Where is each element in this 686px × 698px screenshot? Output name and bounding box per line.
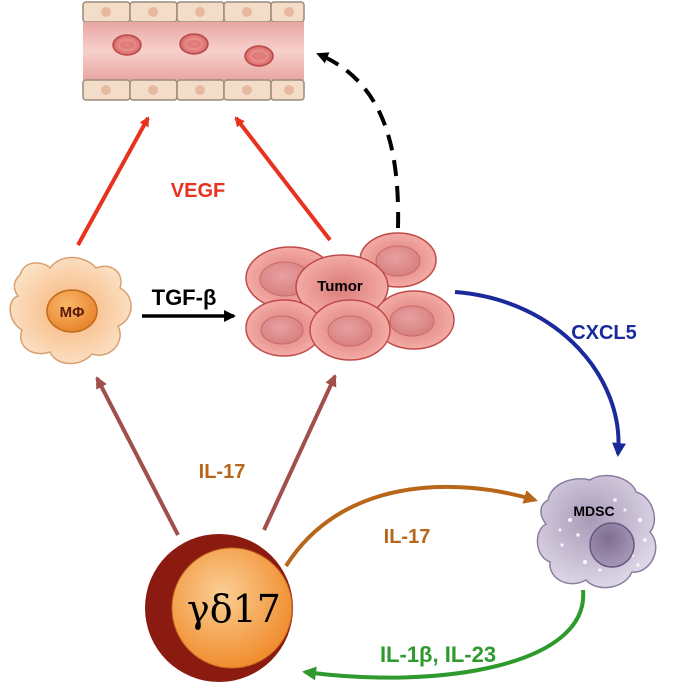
- gd17-cell: γδ17: [145, 534, 293, 682]
- mdsc-cell: MDSC: [536, 474, 657, 589]
- macrophage-label: MΦ: [60, 304, 85, 321]
- tumor-cell: [245, 299, 323, 357]
- mdsc-nucleus: [589, 522, 635, 568]
- red-blood-cell: [244, 45, 274, 67]
- tumor-cluster: Tumor: [245, 232, 455, 361]
- il17-arrow-to-mdsc: [284, 484, 538, 568]
- red-blood-cell: [112, 34, 142, 56]
- vessel-bottom-wall: [82, 79, 305, 101]
- red-blood-cell: [179, 33, 209, 55]
- vegf-arrow-macrophage-to-vessel: [76, 116, 150, 246]
- mdsc-label: MDSC: [573, 503, 614, 519]
- dashed-arrow-tumor-to-vessel: [316, 52, 401, 229]
- il17-arrow-to-tumor: [262, 374, 337, 531]
- il17-arrow-to-macrophage: [95, 376, 180, 536]
- vessel-top-wall: [82, 1, 305, 23]
- tumor-label: Tumor: [317, 278, 363, 295]
- il1b-il23-label: IL-1β, IL-23: [380, 642, 496, 667]
- cxcl5-arrow: [454, 290, 626, 457]
- il17-label-left: IL-17: [199, 461, 246, 483]
- il17-label-right: IL-17: [384, 526, 431, 548]
- il1b-il23-arrow: [302, 589, 586, 681]
- macrophage-cell: MΦ: [9, 256, 132, 365]
- cxcl5-label: CXCL5: [571, 322, 637, 344]
- vegf-label: VEGF: [171, 180, 225, 202]
- vegf-arrow-tumor-to-vessel: [234, 116, 332, 242]
- tgf-beta-label: TGF-β: [152, 285, 217, 310]
- gd17-label: γδ17: [187, 587, 281, 631]
- blood-vessel: [82, 1, 305, 101]
- gd17-inner: [171, 547, 293, 669]
- tumor-cell: [309, 299, 391, 361]
- macrophage-nucleus: [46, 289, 98, 333]
